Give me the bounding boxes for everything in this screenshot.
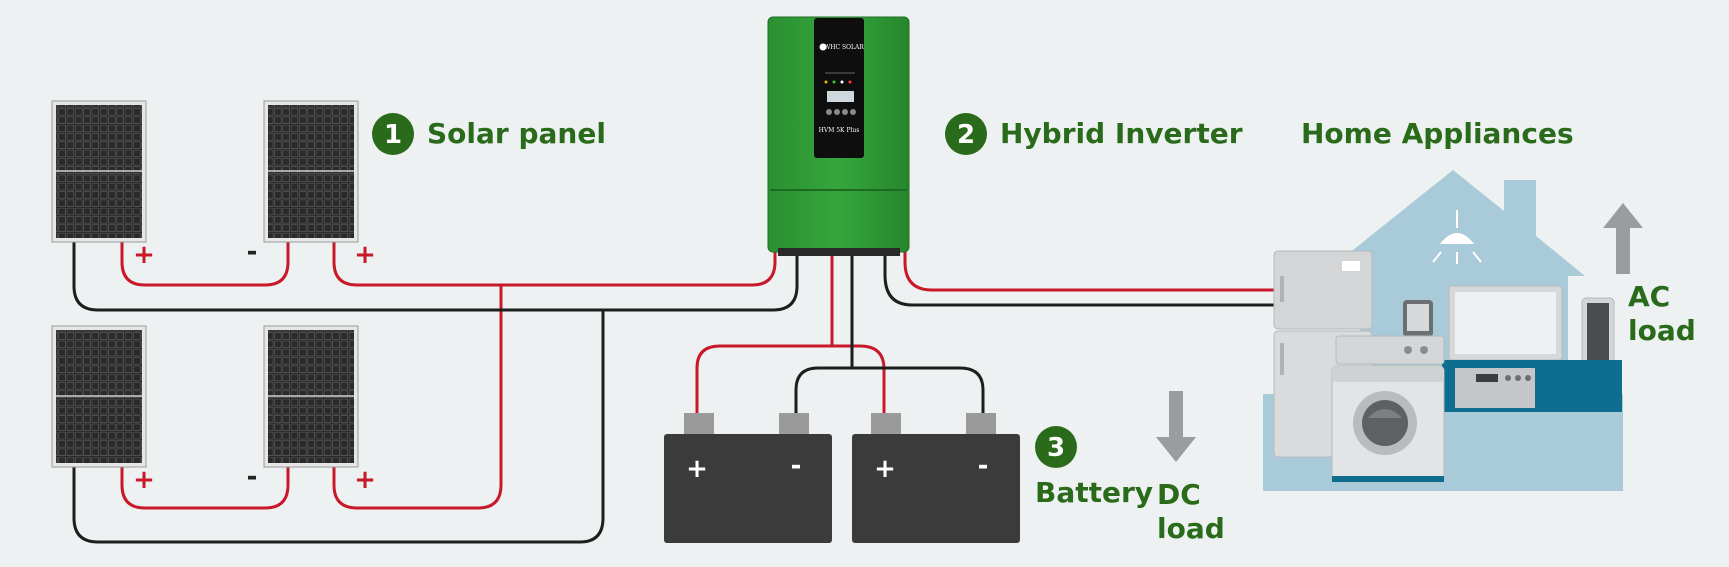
pv-red-wire-top-pair xyxy=(120,239,290,287)
step-badge-3 xyxy=(1035,426,1077,468)
brand-logo-icon xyxy=(819,43,827,51)
inverter-front-panel xyxy=(814,18,864,158)
inverter-lcd-screen xyxy=(827,91,854,102)
solar-panel-3 xyxy=(51,325,147,468)
label-battery: 3 Battery xyxy=(1035,426,1153,509)
arrow-up-icon xyxy=(1603,203,1643,274)
pv-black-wire-bottom xyxy=(72,308,605,544)
battery-1: + - xyxy=(664,413,832,543)
battery-red-wire xyxy=(695,250,834,415)
panel-polarity-marks: + - + + - + xyxy=(133,237,376,495)
battery2-plus: + xyxy=(874,454,896,484)
battery1-plus: + xyxy=(686,454,708,484)
solar-panel-1 xyxy=(51,100,147,243)
label-hybrid-inverter: 2 Hybrid Inverter xyxy=(945,113,1243,155)
panel2-minus: - xyxy=(247,237,258,267)
wiring xyxy=(72,239,1280,544)
washing-machine xyxy=(1331,365,1445,483)
step-number-2: 2 xyxy=(957,120,975,150)
home-appliances-illustration xyxy=(1263,170,1623,491)
tv xyxy=(1448,285,1563,368)
battery-black-wire-b1 xyxy=(794,366,854,415)
inverter-brand: WHC SOLAR xyxy=(824,44,864,51)
panel4-minus: - xyxy=(247,462,258,492)
battery2-minus: - xyxy=(978,451,989,481)
inverter-model: HVM 5K Plus xyxy=(819,127,860,134)
hybrid-inverter-label: Hybrid Inverter xyxy=(1000,117,1243,150)
solar-panel-label: Solar panel xyxy=(427,117,606,150)
panel1-plus: + xyxy=(133,240,155,270)
step-badge-1 xyxy=(372,113,414,155)
pv-red-wire-bottom-up xyxy=(332,283,503,510)
ac-red-wire xyxy=(903,250,1280,292)
home-appliances-label: Home Appliances xyxy=(1301,117,1574,150)
battery-2: + - xyxy=(852,413,1020,543)
inverter-terminals xyxy=(778,248,900,256)
step-number-1: 1 xyxy=(384,120,402,150)
battery-label: Battery xyxy=(1035,476,1153,509)
arrow-down-icon xyxy=(1156,391,1196,462)
battery-bank: + - + - xyxy=(664,413,1020,543)
panel4-plus: + xyxy=(354,465,376,495)
solar-panel-2 xyxy=(263,100,359,243)
dc-load-label-line2: load xyxy=(1157,512,1225,545)
hybrid-inverter: WHC SOLAR HVM 5K Plus xyxy=(767,16,910,256)
ac-load-label-line2: load xyxy=(1628,314,1696,347)
ac-load-label-line1: AC xyxy=(1628,280,1670,313)
battery-red-wire-b2 xyxy=(830,344,886,415)
dc-load-label-line1: DC xyxy=(1157,478,1201,511)
microwave xyxy=(1335,335,1445,365)
panel2-plus: + xyxy=(354,240,376,270)
pv-black-wire-top xyxy=(72,239,799,312)
ac-black-wire xyxy=(883,250,1280,307)
solar-panel-4 xyxy=(263,325,359,468)
panel3-plus: + xyxy=(133,465,155,495)
battery1-minus: - xyxy=(791,451,802,481)
lamp-icon xyxy=(1432,210,1482,264)
phone xyxy=(1403,300,1433,337)
battery-black-wire-b2 xyxy=(850,366,985,415)
pv-red-wire-bottom-pair xyxy=(120,464,290,510)
inverter-buttons xyxy=(826,109,856,115)
cabinet xyxy=(1442,360,1622,412)
step-badge-2 xyxy=(945,113,987,155)
label-solar-panel: 1 Solar panel xyxy=(372,113,606,155)
pv-red-wire-top-to-inverter xyxy=(332,239,777,287)
solar-panel-array xyxy=(51,100,359,468)
step-number-3: 3 xyxy=(1047,433,1065,463)
